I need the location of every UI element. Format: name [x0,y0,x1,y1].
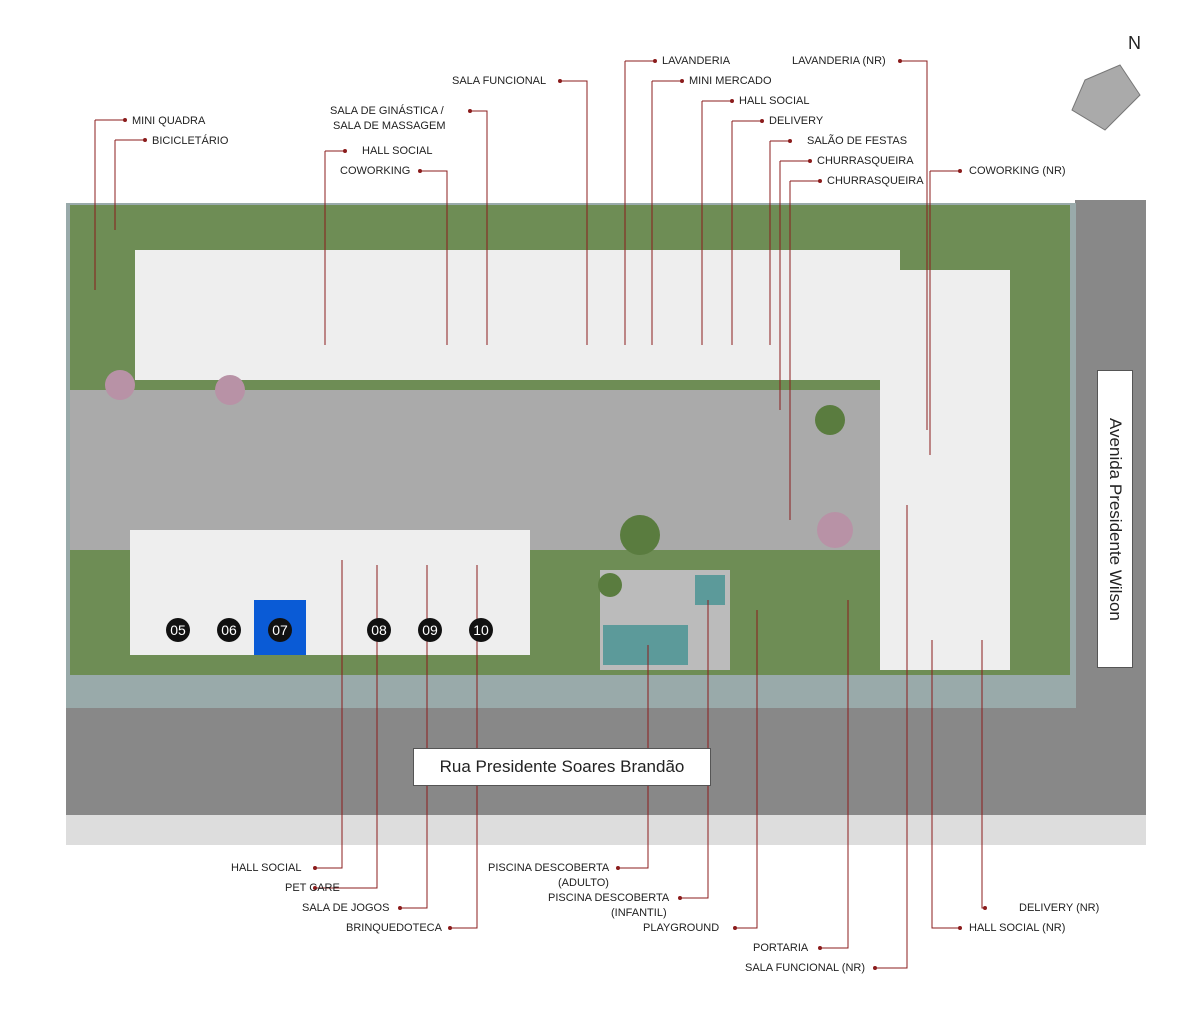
label-ginastica-1: SALA DE GINÁSTICA / [330,105,444,117]
label-portaria: PORTARIA [753,942,809,954]
unit-07[interactable]: 07 [268,618,292,642]
street-east: Avenida Presidente Wilson [1097,370,1133,668]
label-hall-social-2: HALL SOCIAL [739,95,810,107]
label-brinquedoteca: BRINQUEDOTECA [346,922,442,934]
label-hall-social-nr: HALL SOCIAL (NR) [969,922,1066,934]
label-lavanderia-nr: LAVANDERIA (NR) [792,55,886,67]
label-churrasqueira-1: CHURRASQUEIRA [817,155,914,167]
label-ginastica-2: SALA DE MASSAGEM [333,120,446,132]
label-piscina-adulto-1: PISCINA DESCOBERTA [488,862,610,874]
label-salao-festas: SALÃO DE FESTAS [807,135,908,147]
label-mini-mercado: MINI MERCADO [689,75,772,87]
unit-06[interactable]: 06 [217,618,241,642]
label-piscina-adulto-2: (ADULTO) [558,877,609,889]
label-churrasqueira-2: CHURRASQUEIRA [827,175,924,187]
label-hall-social-b: HALL SOCIAL [231,862,302,874]
label-delivery: DELIVERY [769,115,824,127]
label-sala-funcional-nr: SALA FUNCIONAL (NR) [745,962,866,974]
label-playground: PLAYGROUND [643,922,720,934]
label-piscina-infantil-2: (INFANTIL) [611,907,667,919]
label-delivery-nr: DELIVERY (NR) [1019,902,1100,914]
unit-10[interactable]: 10 [469,618,493,642]
compass-icon [1071,64,1141,131]
compass-label: N [1128,33,1141,53]
label-mini-quadra: MINI QUADRA [132,115,206,127]
label-piscina-infantil-1: PISCINA DESCOBERTA [548,892,670,904]
label-bicicletario: BICICLETÁRIO [152,135,229,147]
unit-08[interactable]: 08 [367,618,391,642]
label-pet-care: PET CARE [285,882,340,894]
label-sala-funcional: SALA FUNCIONAL [452,75,547,87]
unit-05[interactable]: 05 [166,618,190,642]
street-south: Rua Presidente Soares Brandão [413,748,711,786]
unit-09[interactable]: 09 [418,618,442,642]
label-lavanderia: LAVANDERIA [662,55,731,67]
label-hall-social: HALL SOCIAL [362,145,433,157]
label-coworking-nr: COWORKING (NR) [969,165,1066,177]
label-sala-jogos: SALA DE JOGOS [302,902,390,914]
label-coworking: COWORKING [340,165,411,177]
